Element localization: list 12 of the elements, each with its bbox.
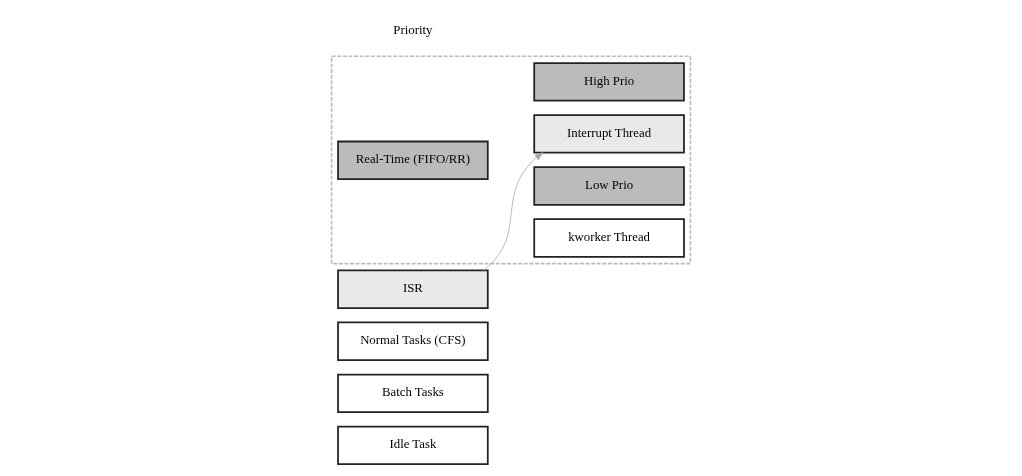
node-box: Interrupt Thread: [533, 114, 685, 154]
node-box: Normal Tasks (CFS): [337, 321, 489, 361]
label: Priority: [393, 22, 433, 37]
cluster: [330, 55, 692, 265]
node-box: ISR: [337, 269, 489, 309]
node-box: kworker Thread: [533, 218, 685, 258]
node-box: Real-Time (FIFO/RR): [337, 140, 489, 180]
node-box: Idle Task: [337, 425, 489, 466]
arrow: [482, 152, 544, 271]
node-box: Batch Tasks: [337, 373, 489, 414]
node-box: Low Prio: [533, 166, 685, 206]
node-box: High Prio: [533, 62, 685, 102]
